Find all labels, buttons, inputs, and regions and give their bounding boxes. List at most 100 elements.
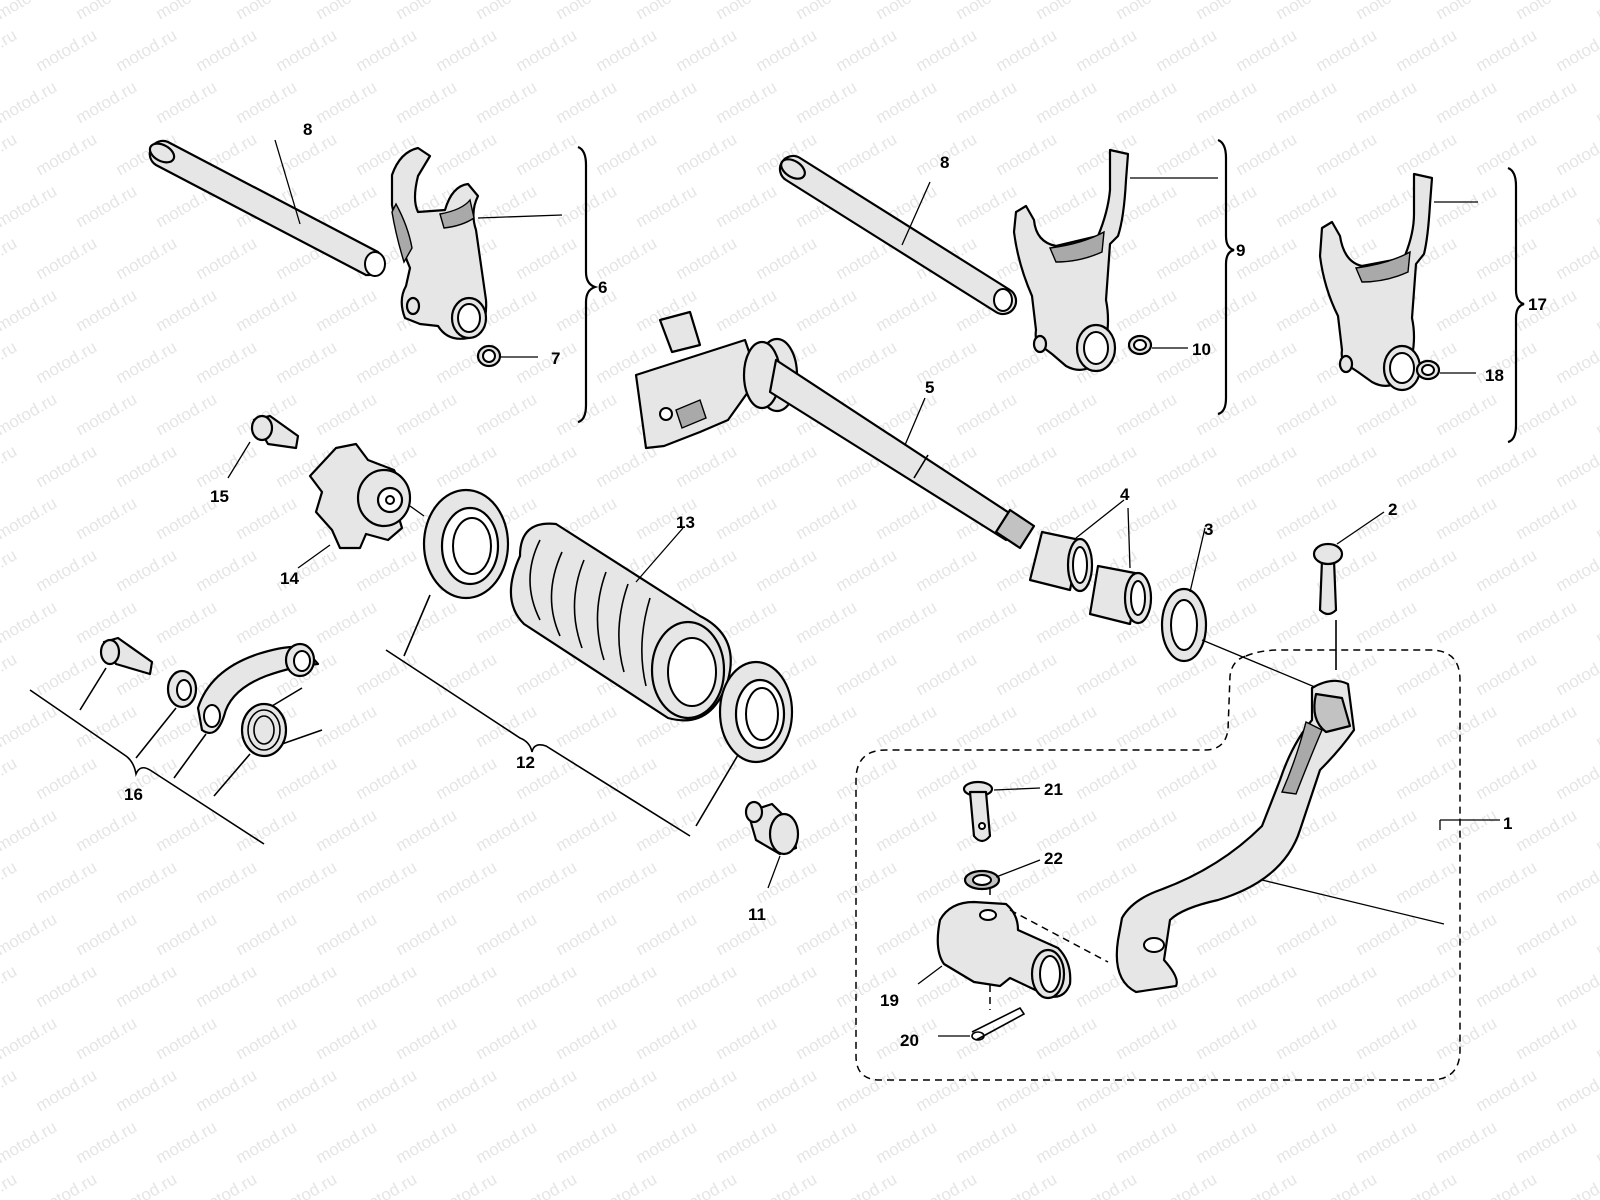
bolt-2[interactable] [1312, 542, 1344, 616]
watermark-text: motod.ru [553, 1117, 621, 1167]
watermark-text: motod.ru [1393, 129, 1461, 179]
watermark-text: motod.ru [233, 1013, 301, 1063]
shift-rod-right[interactable] [778, 154, 1018, 316]
watermark-text: motod.ru [1233, 25, 1301, 75]
bearing-right[interactable] [718, 660, 794, 764]
watermark-text: motod.ru [1393, 25, 1461, 75]
bush-4a[interactable] [1028, 530, 1094, 593]
watermark-text: motod.ru [393, 701, 461, 751]
watermark-text: motod.ru [513, 1065, 581, 1115]
watermark-text: motod.ru [153, 77, 221, 127]
bush-10[interactable] [1127, 334, 1153, 356]
watermark-text: motod.ru [1313, 129, 1381, 179]
watermark-text: motod.ru [1393, 753, 1461, 803]
watermark-text: motod.ru [833, 545, 901, 595]
watermark-text: motod.ru [833, 753, 901, 803]
nut-11[interactable] [744, 800, 800, 856]
watermark-text: motod.ru [1433, 389, 1501, 439]
watermark-text: motod.ru [1393, 1065, 1461, 1115]
star-cam-14[interactable] [308, 442, 412, 550]
bush-4b[interactable] [1088, 564, 1153, 626]
bush-7[interactable] [476, 344, 502, 368]
watermark-text: motod.ru [1513, 181, 1581, 231]
bolt-16[interactable] [99, 636, 154, 676]
watermark-text: motod.ru [793, 909, 861, 959]
shift-fork-left[interactable] [390, 146, 488, 340]
pin-21[interactable] [962, 780, 994, 843]
watermark-text: motod.ru [953, 1117, 1021, 1167]
shift-fork-right[interactable] [1318, 172, 1434, 392]
watermark-text: motod.ru [233, 597, 301, 647]
shift-rod-left[interactable] [147, 139, 386, 277]
watermark-text: motod.ru [73, 0, 141, 23]
callout-15: 15 [210, 487, 229, 506]
bolt-15[interactable] [250, 414, 300, 450]
watermark-text: motod.ru [393, 1013, 461, 1063]
watermark-text: motod.ru [1433, 77, 1501, 127]
watermark-text: motod.ru [33, 441, 101, 491]
watermark-text: motod.ru [1473, 649, 1541, 699]
watermark-text: motod.ru [1073, 1169, 1141, 1200]
watermark-text: motod.ru [1153, 753, 1221, 803]
watermark-text: motod.ru [1553, 753, 1600, 803]
watermark-text: motod.ru [33, 545, 101, 595]
watermark-text: motod.ru [153, 805, 221, 855]
watermark-text: motod.ru [313, 1013, 381, 1063]
watermark-text: motod.ru [1593, 909, 1600, 959]
watermark-text: motod.ru [193, 441, 261, 491]
watermark-text: motod.ru [1473, 961, 1541, 1011]
callout-9: 9 [1236, 241, 1245, 260]
callout-11: 11 [748, 905, 766, 924]
watermark-text: motod.ru [113, 441, 181, 491]
cam-arm-16[interactable] [196, 642, 320, 734]
watermark-text: motod.ru [0, 701, 60, 751]
watermark-text: motod.ru [713, 493, 781, 543]
shift-drum[interactable] [509, 522, 732, 722]
watermark-text: motod.ru [353, 545, 421, 595]
shift-fork-middle[interactable] [1012, 148, 1130, 373]
watermark-text: motod.ru [33, 857, 101, 907]
gear-pedal-lever[interactable] [1115, 679, 1356, 994]
watermark-text: motod.ru [1473, 233, 1541, 283]
watermark-text: motod.ru [1113, 77, 1181, 127]
watermark-text: motod.ru [233, 493, 301, 543]
watermark-text: motod.ru [953, 0, 1021, 23]
watermark-text: motod.ru [873, 77, 941, 127]
washer-22[interactable] [963, 869, 1001, 891]
watermark-text: motod.ru [913, 337, 981, 387]
watermark-text: motod.ru [513, 1169, 581, 1200]
washer-16[interactable] [166, 669, 198, 709]
watermark-text: motod.ru [113, 753, 181, 803]
watermark-text: motod.ru [433, 649, 501, 699]
watermark-text: motod.ru [1473, 753, 1541, 803]
cotter-pin-20[interactable] [971, 1006, 1026, 1041]
seal-3[interactable] [1160, 587, 1208, 663]
watermark-text: motod.ru [993, 129, 1061, 179]
watermark-text: motod.ru [513, 649, 581, 699]
watermark-text: motod.ru [993, 649, 1061, 699]
watermark-text: motod.ru [113, 25, 181, 75]
watermark-text: motod.ru [273, 25, 341, 75]
watermark-text: motod.ru [393, 805, 461, 855]
watermark-text: motod.ru [513, 961, 581, 1011]
bush-18[interactable] [1415, 359, 1441, 381]
watermark-text: motod.ru [193, 337, 261, 387]
watermark-text: motod.ru [1553, 1169, 1600, 1200]
spring-16[interactable] [240, 687, 323, 758]
watermark-text: motod.ru [513, 129, 581, 179]
watermark-text: motod.ru [313, 701, 381, 751]
watermark-text: motod.ru [993, 1065, 1061, 1115]
watermark-text: motod.ru [433, 1065, 501, 1115]
watermark-text: motod.ru [1473, 1065, 1541, 1115]
watermark-text: motod.ru [1113, 389, 1181, 439]
gearshift-shaft[interactable] [634, 310, 1036, 550]
watermark-text: motod.ru [793, 0, 861, 23]
watermark-text: motod.ru [913, 1065, 981, 1115]
bearing-left[interactable] [422, 488, 510, 600]
watermark-text: motod.ru [393, 77, 461, 127]
watermark-text: motod.ru [1033, 1117, 1101, 1167]
watermark-text: motod.ru [1033, 597, 1101, 647]
clevis-19[interactable] [936, 900, 1072, 1000]
watermark-text: motod.ru [0, 389, 60, 439]
watermark-text: motod.ru [1033, 181, 1101, 231]
